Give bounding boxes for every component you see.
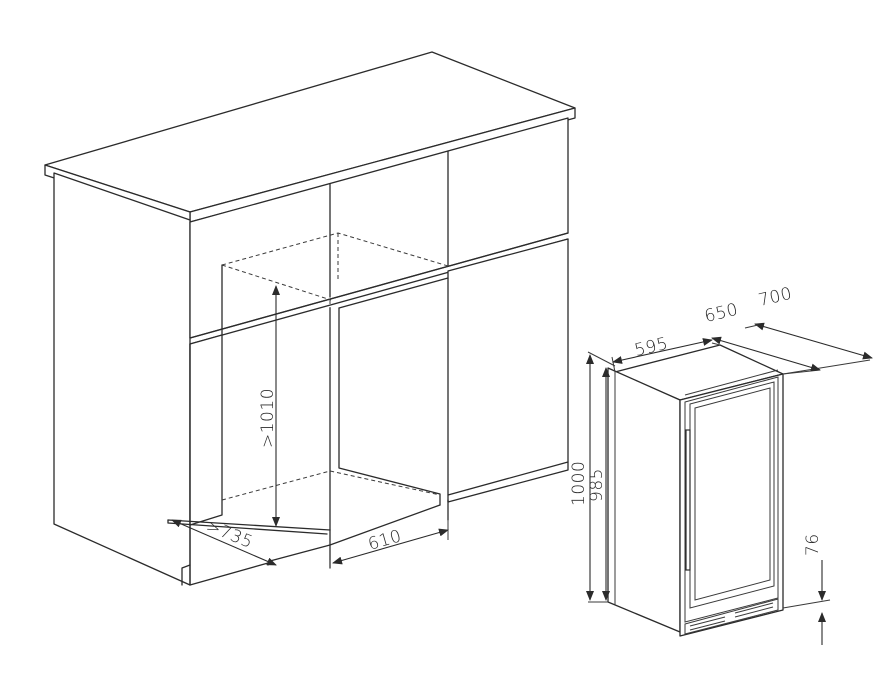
dimension-labels: >1010 >735 610 595 650 700 1000 985 76 bbox=[203, 284, 823, 556]
cooler-glass bbox=[694, 387, 771, 601]
dim-line-niche-width bbox=[332, 528, 449, 565]
dim-line-niche-depth bbox=[171, 519, 277, 566]
label-niche-height: >1010 bbox=[258, 388, 278, 448]
door-handle bbox=[685, 429, 691, 571]
label-cooler-width: 595 bbox=[633, 334, 671, 361]
ventilation-grille bbox=[684, 598, 779, 635]
cooler-side bbox=[607, 367, 681, 633]
cabinet-right-door bbox=[447, 238, 569, 496]
label-niche-depth: >735 bbox=[203, 516, 256, 553]
dimension-lines bbox=[171, 285, 873, 645]
cabinet-left-door bbox=[189, 334, 223, 526]
label-plinth-height: 76 bbox=[803, 533, 823, 556]
label-cooler-depth: 650 bbox=[703, 300, 741, 327]
dim-line-cooler-width bbox=[612, 338, 713, 364]
label-height-min: 985 bbox=[587, 468, 607, 502]
cooler-door bbox=[684, 376, 779, 623]
label-height-max: 1000 bbox=[569, 461, 589, 506]
wine-cooler bbox=[607, 344, 784, 637]
dim-line-cooler-depth-total bbox=[754, 322, 873, 360]
label-cooler-depth-total: 700 bbox=[757, 284, 795, 311]
cooler-front bbox=[679, 373, 784, 637]
kitchen-cabinet bbox=[44, 51, 576, 586]
